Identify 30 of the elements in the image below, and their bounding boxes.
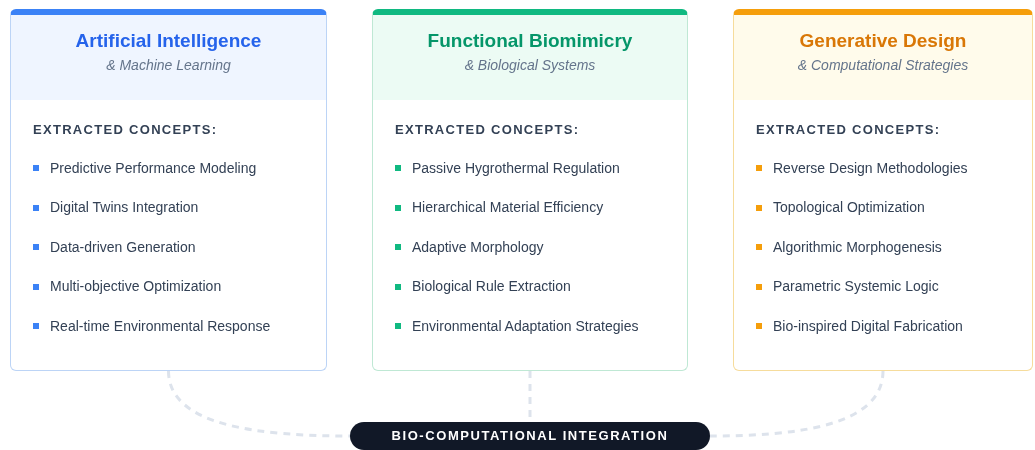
concept-item: Parametric Systemic Logic (773, 277, 939, 297)
card-title: Functional Biomimicry (427, 29, 633, 53)
card-subtitle: & Computational Strategies (797, 55, 969, 75)
concept-item: Adaptive Morphology (412, 237, 544, 257)
card-title: Artificial Intelligence (75, 29, 262, 53)
card-subtitle: & Biological Systems (464, 55, 596, 75)
concept-item: Real-time Environmental Response (50, 316, 271, 336)
concept-item: Algorithmic Morphogenesis (773, 237, 942, 257)
concept-item: Multi-objective Optimization (50, 277, 222, 297)
concept-item: Predictive Performance Modeling (50, 158, 257, 178)
section-heading: EXTRACTED CONCEPTS: (33, 121, 219, 139)
concept-item: Bio-inspired Digital Fabrication (773, 316, 963, 336)
concept-item: Topological Optimization (773, 198, 925, 218)
concept-item: Environmental Adaptation Strategies (412, 316, 639, 336)
concept-item: Data-driven Generation (50, 237, 196, 257)
dashed-connector (167, 370, 350, 438)
card-title: Generative Design (799, 29, 967, 53)
concept-item: Passive Hygrothermal Regulation (412, 158, 620, 178)
integration-pill: BIO-COMPUTATIONAL INTEGRATION (350, 422, 710, 450)
concept-item: Biological Rule Extraction (412, 277, 571, 297)
concept-card (733, 9, 1033, 371)
concept-item: Hierarchical Material Efficiency (412, 198, 604, 218)
concept-item: Digital Twins Integration (50, 198, 199, 218)
card-subtitle: & Machine Learning (106, 55, 231, 75)
section-heading: EXTRACTED CONCEPTS: (395, 121, 581, 139)
concept-card (10, 9, 327, 371)
dashed-connector (710, 370, 885, 438)
concept-item: Reverse Design Methodologies (773, 158, 968, 178)
section-heading: EXTRACTED CONCEPTS: (756, 121, 942, 139)
concept-card (372, 9, 688, 371)
